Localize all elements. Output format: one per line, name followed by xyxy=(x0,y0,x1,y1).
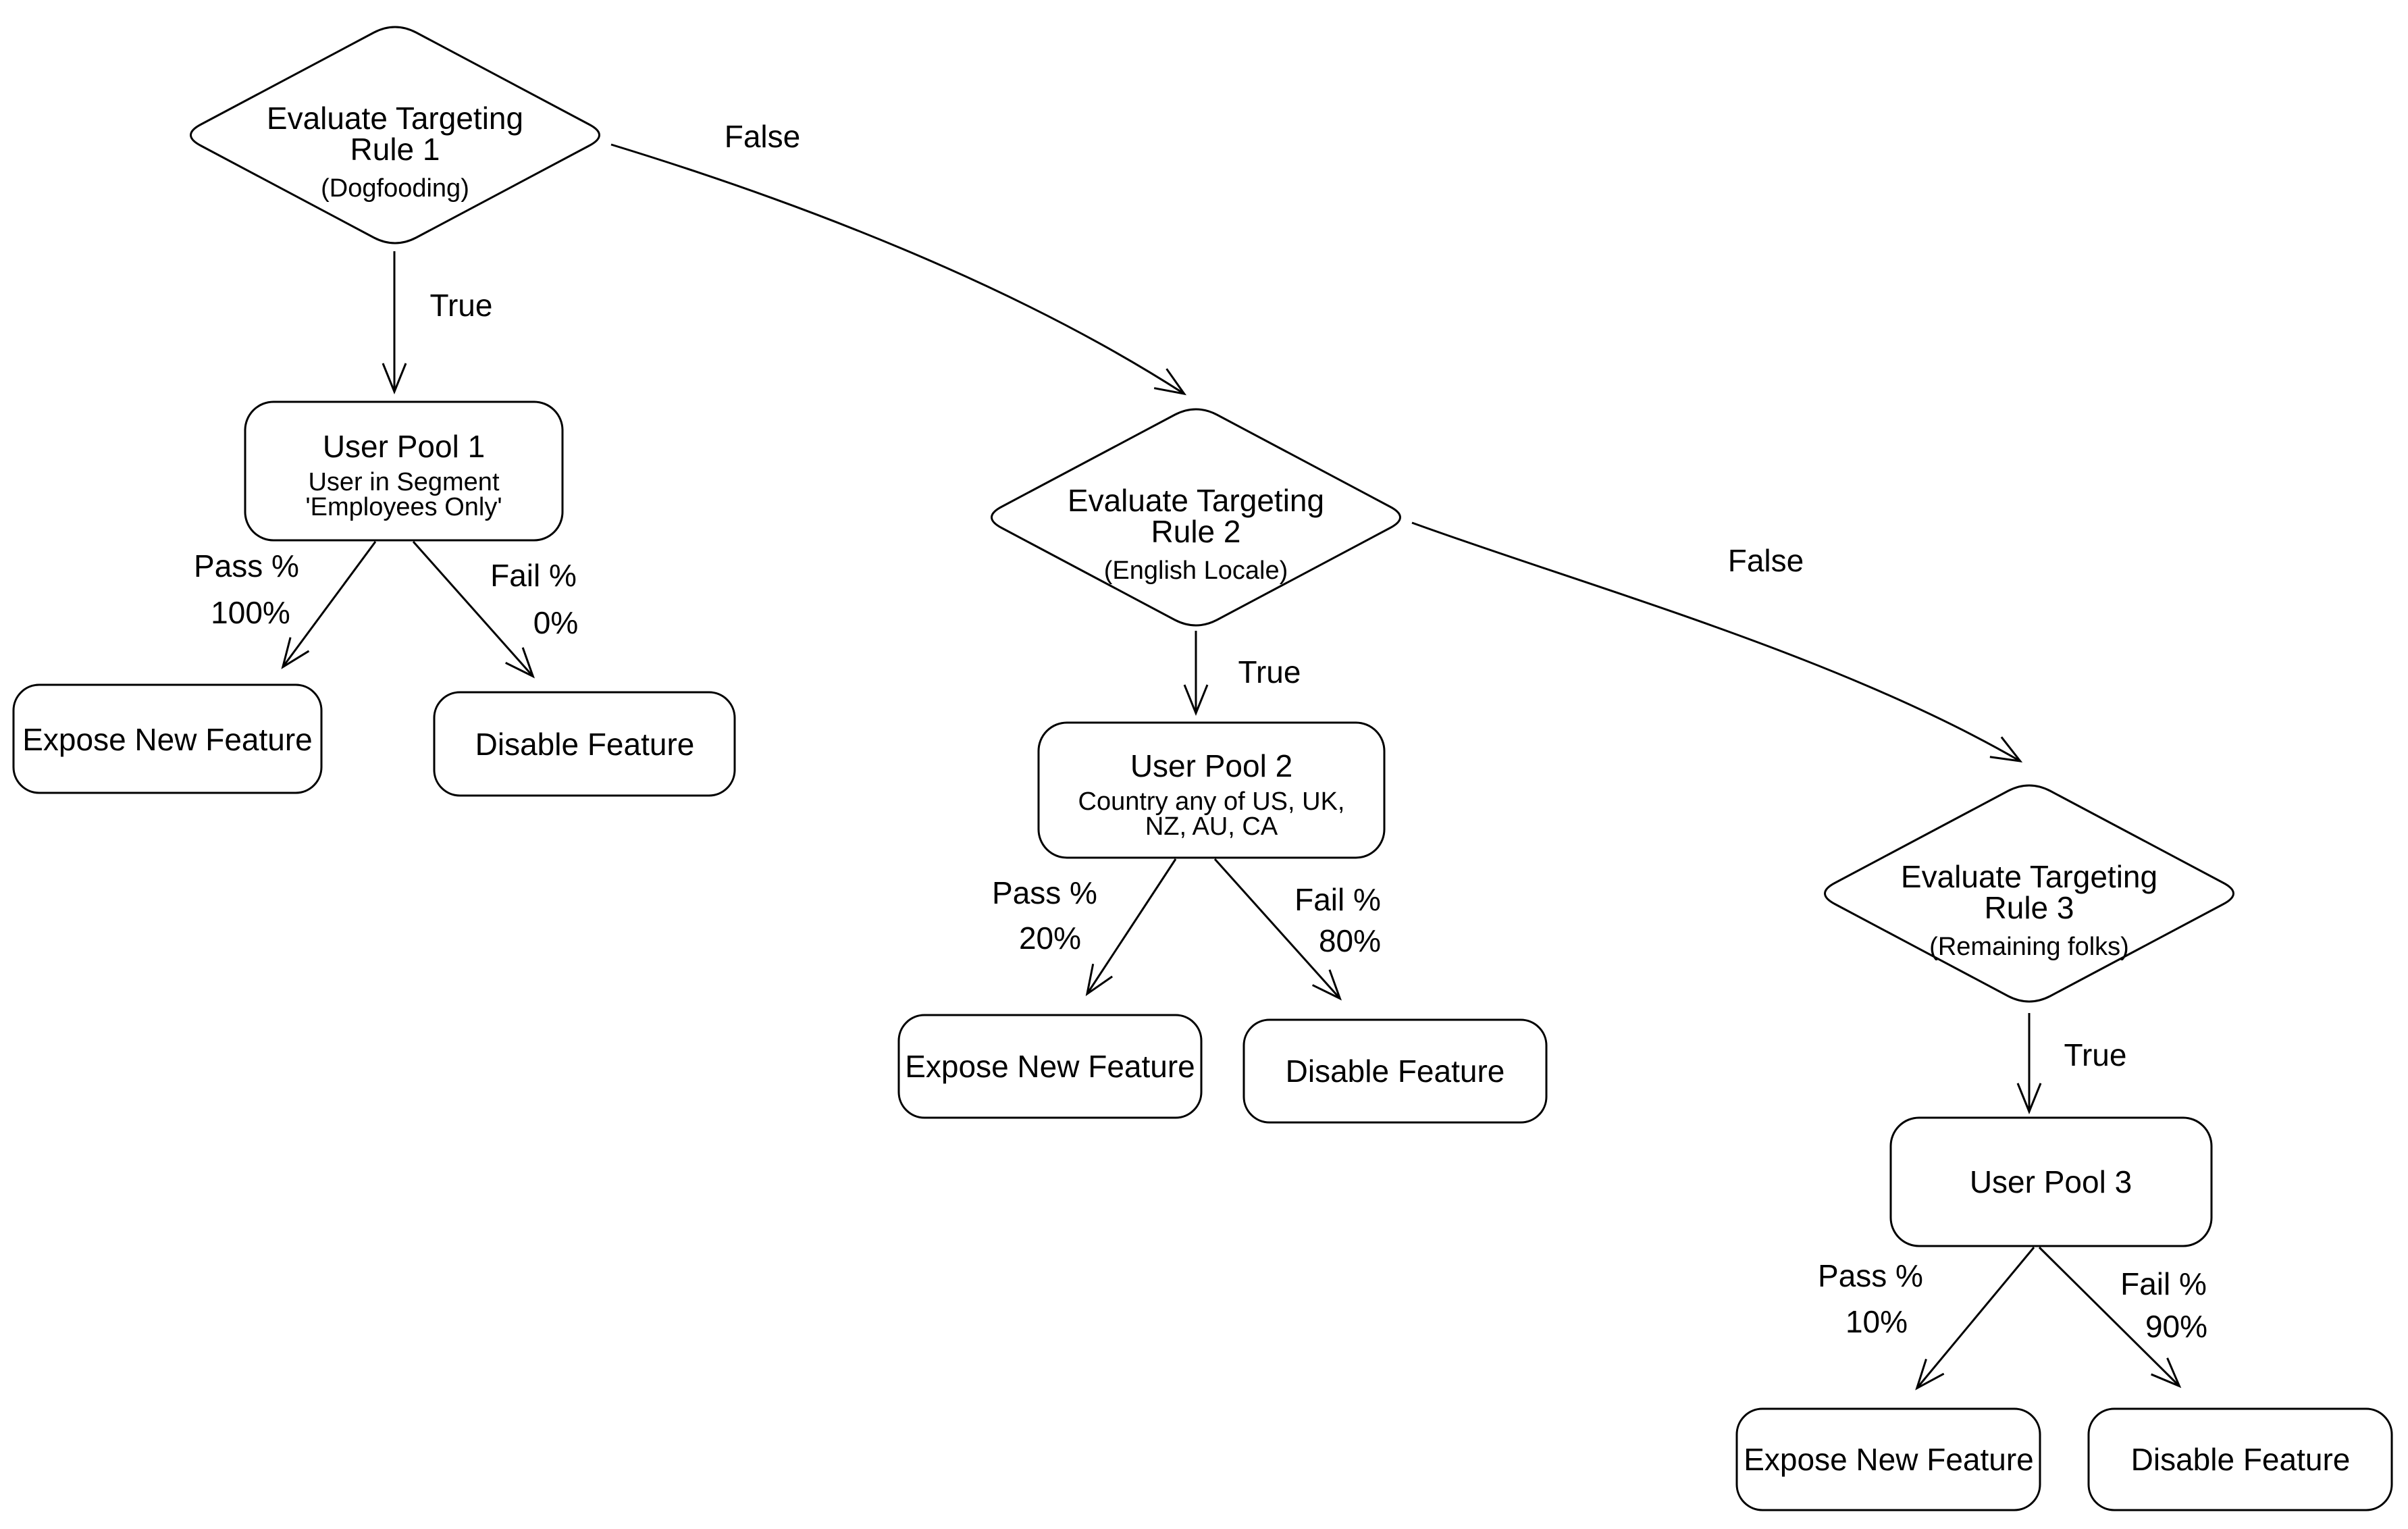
node-expose1-shape xyxy=(12,683,323,794)
node-pool2-sub2: NZ, AU, CA xyxy=(1145,812,1278,841)
edge-label-pool1-fail: Fail % xyxy=(490,558,577,593)
node-pool1-title: User Pool 1 xyxy=(323,429,485,464)
node-expose2: Expose New Feature xyxy=(897,1014,1203,1119)
node-expose2-label: Expose New Feature xyxy=(905,1049,1195,1084)
edge-pool3-fail xyxy=(2038,1246,2182,1389)
edge-pool2-fail xyxy=(1213,858,1342,1001)
edge-label-pool3-pass: Pass % xyxy=(1818,1258,1923,1293)
edge-value-pool2-fail: 80% xyxy=(1319,923,1381,958)
node-disable2: Disable Feature xyxy=(1242,1018,1548,1124)
edge-label-rule2-true: True xyxy=(1238,654,1301,690)
node-pool2-shape xyxy=(1037,721,1386,859)
decision-rule1: Evaluate Targeting Rule 1 (Dogfooding) xyxy=(190,26,600,244)
node-expose1-label: Expose New Feature xyxy=(22,722,313,757)
decision-rule3: Evaluate Targeting Rule 3 (Remaining fol… xyxy=(1824,784,2234,1003)
edge-label-rule1-false: False xyxy=(725,119,800,154)
decision-rule2-note: (English Locale) xyxy=(1104,556,1288,585)
decision-rule3-line1: Evaluate Targeting xyxy=(1901,859,2157,894)
decision-rule1-shape xyxy=(190,26,600,244)
edge-pool3-pass xyxy=(1915,1247,2035,1391)
edge-label-pool2-fail: Fail % xyxy=(1294,882,1381,917)
node-disable2-label: Disable Feature xyxy=(1286,1054,1505,1089)
node-pool3-shape xyxy=(1889,1116,2213,1247)
edge-pool1-pass xyxy=(281,541,377,669)
edge-value-pool3-fail: 90% xyxy=(2145,1309,2207,1344)
node-pool3: User Pool 3 xyxy=(1889,1116,2213,1247)
node-pool1: User Pool 1 User in Segment 'Employees O… xyxy=(244,400,564,542)
edge-value-pool3-pass: 10% xyxy=(1846,1304,1908,1339)
decision-rule2: Evaluate Targeting Rule 2 (English Local… xyxy=(991,408,1401,627)
edge-value-pool1-pass: 100% xyxy=(211,595,290,630)
node-disable3: Disable Feature xyxy=(2087,1407,2393,1511)
decision-rule3-line2: Rule 3 xyxy=(1985,890,2074,925)
node-pool1-shape xyxy=(244,400,564,542)
edge-labels: True False True False True Pass % 100% F… xyxy=(194,119,2207,1344)
node-expose1: Expose New Feature xyxy=(12,683,323,794)
edge-label-rule1-true: True xyxy=(430,288,493,323)
edge-label-pool2-pass: Pass % xyxy=(992,875,1097,910)
node-disable2-shape xyxy=(1242,1018,1548,1124)
edge-label-rule3-true: True xyxy=(2064,1037,2127,1072)
node-expose3-label: Expose New Feature xyxy=(1744,1442,2034,1477)
node-pool3-title: User Pool 3 xyxy=(1970,1164,2132,1199)
decision-rule3-note: (Remaining folks) xyxy=(1929,933,2129,961)
decision-rule1-line2: Rule 1 xyxy=(350,132,440,167)
node-pool1-sub1: User in Segment xyxy=(308,468,499,496)
node-pool2-title: User Pool 2 xyxy=(1130,748,1292,783)
decision-rule1-line1: Evaluate Targeting xyxy=(267,101,523,136)
decision-rule3-shape xyxy=(1824,784,2234,1003)
decision-rule2-shape xyxy=(991,408,1401,627)
edge-rule2-false xyxy=(1411,521,2023,762)
node-pool2-sub1: Country any of US, UK, xyxy=(1078,787,1345,816)
node-expose2-shape xyxy=(897,1014,1203,1119)
edge-value-pool2-pass: 20% xyxy=(1019,921,1081,956)
node-disable3-shape xyxy=(2087,1407,2393,1511)
decision-rule1-note: (Dogfooding) xyxy=(321,174,469,203)
node-disable3-label: Disable Feature xyxy=(2131,1442,2351,1477)
edge-rule1-false xyxy=(610,143,1187,396)
edge-label-rule2-false: False xyxy=(1728,543,1804,578)
node-disable1-shape xyxy=(433,691,736,797)
edge-pool1-fail xyxy=(412,541,535,679)
node-expose3: Expose New Feature xyxy=(1735,1407,2041,1511)
edges xyxy=(281,143,2182,1391)
edge-label-pool1-pass: Pass % xyxy=(194,548,299,584)
edge-value-pool1-fail: 0% xyxy=(533,605,578,640)
node-disable1-label: Disable Feature xyxy=(475,727,695,762)
node-pool2: User Pool 2 Country any of US, UK, NZ, A… xyxy=(1037,721,1386,859)
node-pool1-sub2: 'Employees Only' xyxy=(305,493,502,521)
node-expose3-shape xyxy=(1735,1407,2041,1511)
edge-label-pool3-fail: Fail % xyxy=(2120,1266,2207,1301)
decision-rule2-line2: Rule 2 xyxy=(1151,514,1241,549)
edge-pool2-pass xyxy=(1085,858,1177,997)
node-disable1: Disable Feature xyxy=(433,691,736,797)
decision-rule2-line1: Evaluate Targeting xyxy=(1068,483,1324,518)
